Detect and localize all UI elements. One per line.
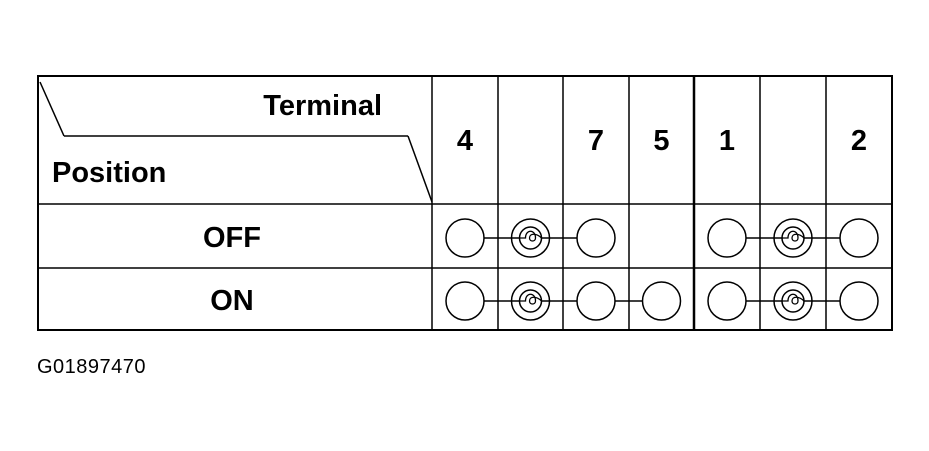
position-label: OFF [203,222,261,254]
continuity-symbols [445,218,879,321]
terminal-circle [707,281,747,321]
position-row-labels: OFF ON [203,222,261,317]
bulb-icon [773,281,813,321]
terminal-circle [839,281,879,321]
position-label: ON [210,285,254,317]
terminal-circle [576,218,616,258]
figure-code: G01897470 [37,356,147,378]
terminal-label: 7 [588,125,604,157]
bulb-icon [773,218,813,258]
terminal-circle [576,281,616,321]
header-diagonal-line [407,135,433,203]
table-grid [37,75,893,331]
terminal-column-labels: 4 7 5 1 2 [457,125,867,157]
bulb-icon [510,218,551,258]
header-diagonal-line [39,81,65,137]
terminal-label: 2 [851,125,867,157]
terminal-label: 1 [719,125,735,157]
terminal-circle [445,281,485,321]
bulb-icon [510,281,551,321]
terminal-circle [707,218,747,258]
table-border [37,75,893,331]
position-header-label: Position [52,157,166,189]
terminal-circle [445,218,485,258]
terminal-header-label: Terminal [263,90,382,122]
terminal-circle [641,281,682,321]
terminal-label: 4 [457,125,473,157]
terminal-label: 5 [653,125,669,157]
terminal-circle [839,218,879,258]
table-header: Terminal Position [39,81,433,203]
